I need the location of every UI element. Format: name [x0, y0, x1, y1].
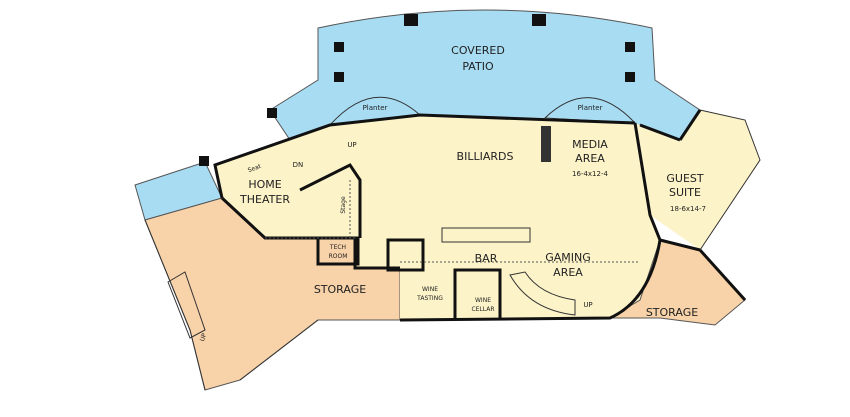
label-gaming-1: GAMING	[545, 251, 591, 264]
planter-right	[543, 97, 637, 124]
label-guest-2: SUITE	[669, 186, 701, 199]
label-wine-tasting-1: WINE	[422, 286, 438, 293]
label-tech-2: ROOM	[329, 253, 348, 260]
label-gaming-2: AREA	[553, 266, 583, 279]
label-planter-left: Planter	[363, 104, 388, 112]
label-guest-1: GUEST	[666, 172, 704, 185]
label-media-1: MEDIA	[572, 138, 608, 151]
label-wine-tasting-2: TASTING	[416, 295, 443, 302]
label-home-theater-1: HOME	[248, 178, 281, 191]
label-stage: Stage	[340, 196, 347, 214]
label-covered-patio-2: PATIO	[462, 60, 494, 73]
label-up-theater: UP	[347, 141, 356, 149]
spiral-stair	[509, 271, 576, 316]
label-planter-right: Planter	[578, 104, 603, 112]
label-covered-patio-1: COVERED	[451, 44, 505, 57]
main-interior	[215, 115, 660, 320]
label-tech-1: TECH	[329, 244, 346, 251]
guest-suite-area	[640, 110, 760, 250]
outside-stair	[167, 271, 206, 339]
label-bar: BAR	[475, 252, 498, 265]
label-up-main: UP	[583, 301, 592, 309]
label-wine-cellar-1: WINE	[475, 297, 491, 304]
label-billiards: BILLIARDS	[457, 150, 514, 163]
label-media-dims: 16-4x12-4	[572, 170, 608, 178]
label-seat: Seat	[247, 163, 263, 174]
label-up-outside: UP	[199, 332, 208, 342]
label-dn-theater: DN	[293, 161, 304, 169]
label-media-2: AREA	[575, 152, 605, 165]
planter-left	[328, 96, 422, 126]
label-storage-right: STORAGE	[646, 306, 698, 319]
label-storage-left: STORAGE	[314, 283, 366, 296]
label-wine-cellar-2: CELLAR	[471, 306, 494, 313]
label-home-theater-2: THEATER	[239, 193, 290, 206]
patio-columns	[199, 14, 635, 166]
label-guest-dims: 18-6x14-7	[670, 205, 706, 213]
